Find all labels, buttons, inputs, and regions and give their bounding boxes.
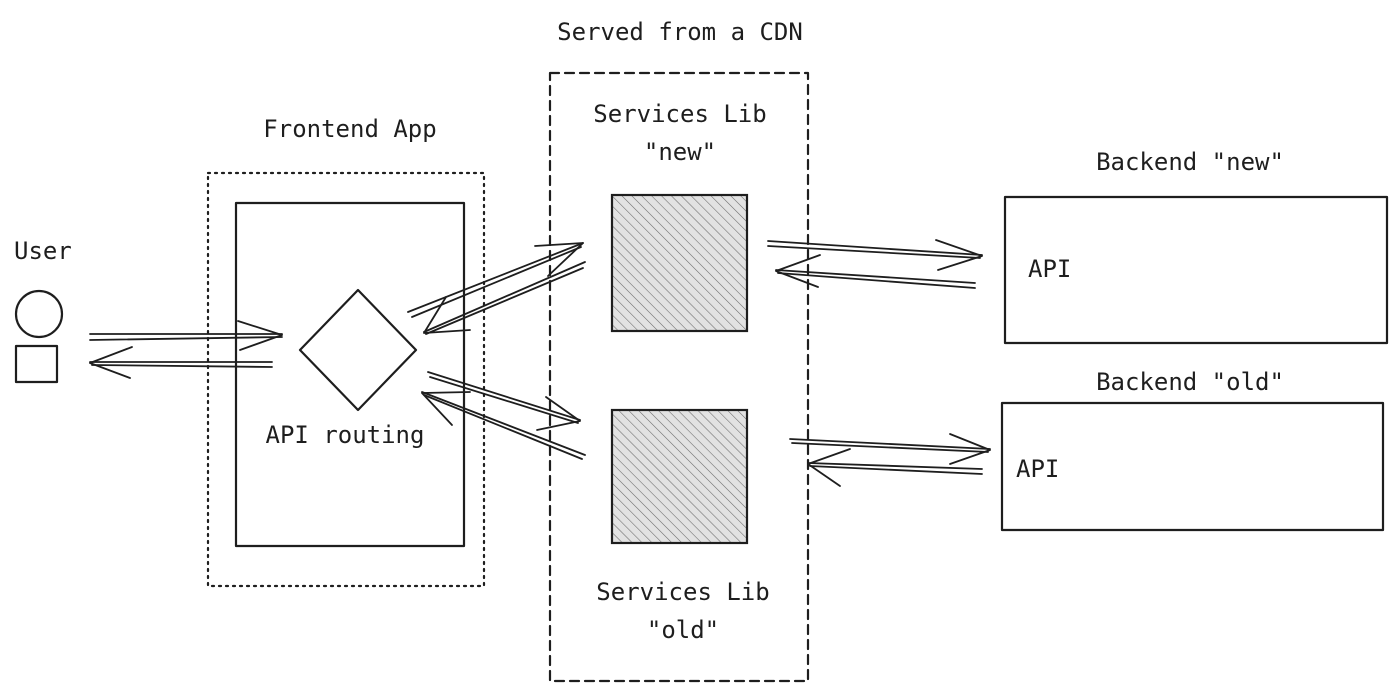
frontend-title: Frontend App: [263, 115, 436, 143]
backend-old-api-label: API: [1016, 455, 1059, 483]
api-routing-label: API routing: [266, 421, 425, 449]
services-lib-old-box: [610, 408, 749, 545]
api-routing-diamond: [298, 288, 418, 412]
frontend-app-box: [234, 201, 466, 548]
frontend-outer-container: [206, 171, 486, 588]
services-old-label-line2: "old": [647, 616, 719, 644]
services-old-to-router-arrow: [421, 391, 586, 460]
user-label: User: [14, 237, 72, 265]
backend-new-title: Backend "new": [1096, 148, 1284, 176]
user-head-shape: [14, 289, 64, 339]
router-to-services-old-arrow: [427, 371, 581, 431]
services-new-label-line2: "new": [644, 138, 716, 166]
user-body-shape: [14, 344, 59, 384]
backend-new-box: [1003, 195, 1389, 345]
backend-new-api-label: API: [1028, 255, 1071, 283]
services-old-to-backend-old-arrow: [789, 433, 991, 465]
cdn-title: Served from a CDN: [557, 18, 803, 46]
backend-old-to-services-old-arrow: [807, 448, 983, 487]
cdn-container: [548, 71, 810, 683]
backend-old-title: Backend "old": [1096, 368, 1284, 396]
services-lib-new-box: [610, 193, 749, 333]
user-to-frontend-arrow: [89, 320, 283, 351]
backend-new-to-services-new-arrow: [775, 254, 976, 289]
frontend-to-user-arrow: [89, 346, 273, 379]
services-new-label-line1: Services Lib: [593, 100, 766, 128]
services-new-to-router-arrow: [423, 261, 586, 335]
services-old-label-line1: Services Lib: [596, 578, 769, 606]
backend-old-box: [1000, 401, 1385, 532]
services-new-to-backend-new-arrow: [767, 239, 983, 271]
